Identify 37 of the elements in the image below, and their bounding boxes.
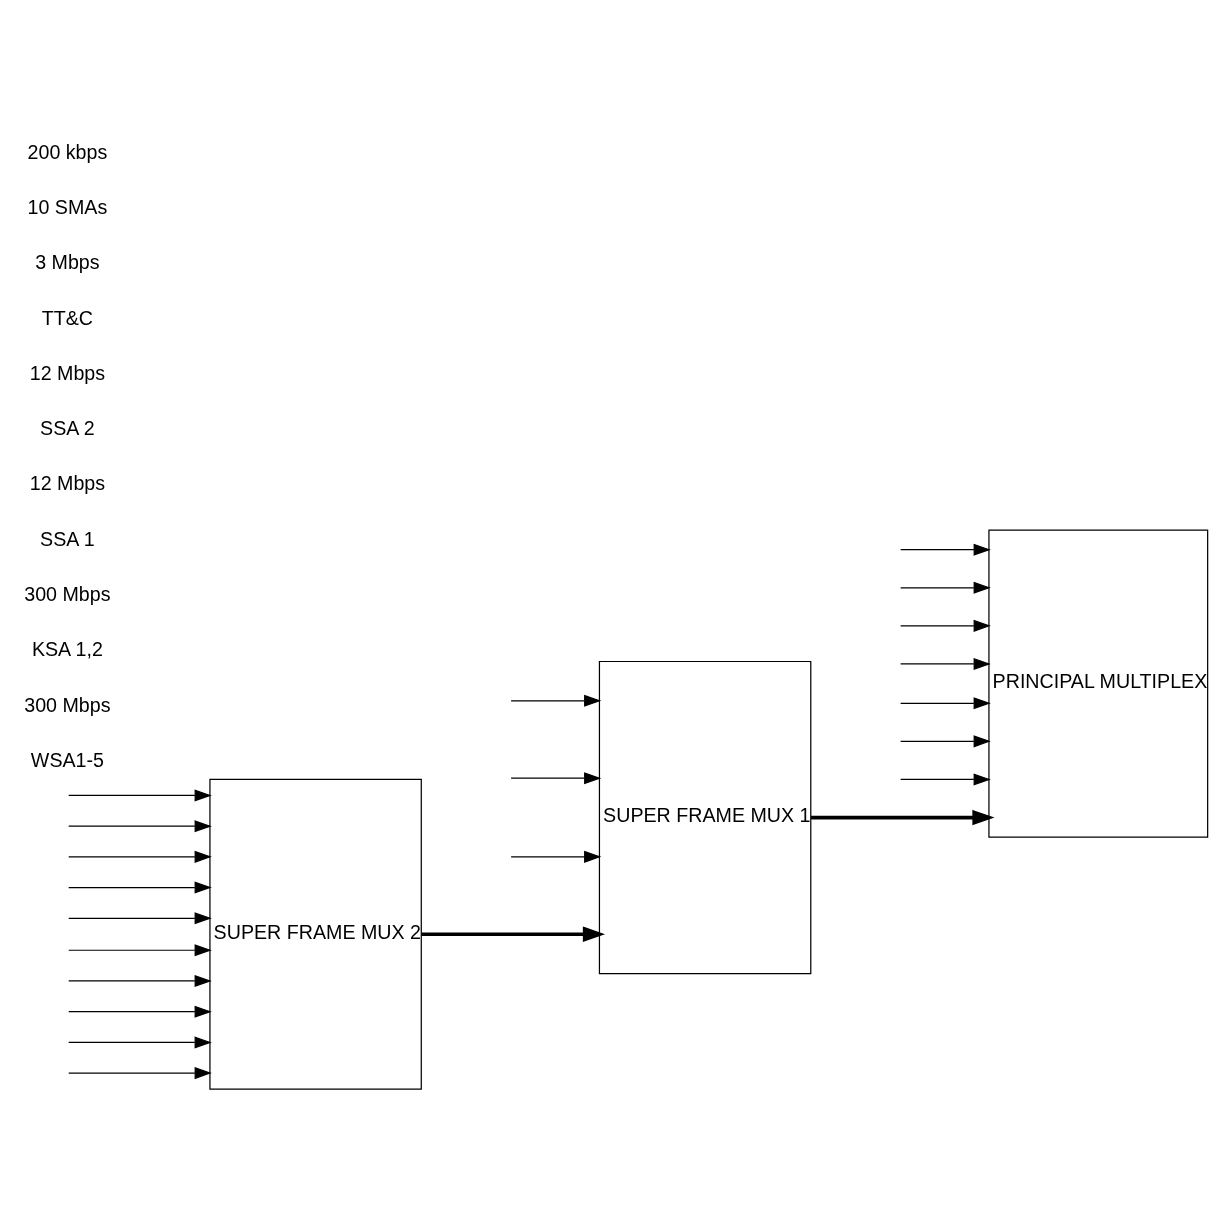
arrow — [68, 881, 212, 894]
node-box: PRINCIPAL MULTIPLEX — [988, 528, 1209, 838]
arrow — [900, 734, 991, 747]
arrow — [68, 1005, 212, 1018]
label: 200 kbps — [27, 140, 108, 163]
arrow — [421, 926, 606, 942]
arrow — [68, 850, 212, 863]
label: 3 Mbps — [35, 250, 100, 273]
label: SSA 1 — [40, 527, 95, 550]
label: 300 Mbps — [24, 582, 111, 605]
label: 12 Mbps — [29, 361, 106, 384]
arrow — [510, 771, 602, 784]
arrow — [900, 696, 991, 709]
arrow — [900, 772, 991, 785]
arrow — [68, 819, 212, 832]
arrow — [68, 788, 212, 801]
label: SSA 2 — [40, 416, 95, 439]
arrow — [900, 543, 991, 556]
label: TT&C — [41, 306, 94, 329]
node-box: SUPER FRAME MUX 2 — [209, 778, 422, 1090]
arrow — [900, 581, 991, 594]
arrow — [900, 657, 991, 670]
label: 10 SMAs — [27, 195, 108, 218]
node-box: SUPER FRAME MUX 1 — [598, 660, 812, 974]
arrow — [900, 619, 991, 632]
arrow — [68, 1066, 212, 1079]
arrow — [510, 850, 602, 863]
arrow — [68, 974, 212, 987]
arrow — [68, 943, 212, 956]
arrow — [811, 809, 995, 825]
label: 12 Mbps — [29, 471, 106, 494]
label: KSA 1,2 — [31, 637, 103, 660]
label: WSA1-5 — [30, 748, 104, 771]
arrow — [68, 911, 212, 924]
arrow — [68, 1035, 212, 1048]
label: 300 Mbps — [24, 693, 111, 716]
arrow — [510, 694, 602, 707]
